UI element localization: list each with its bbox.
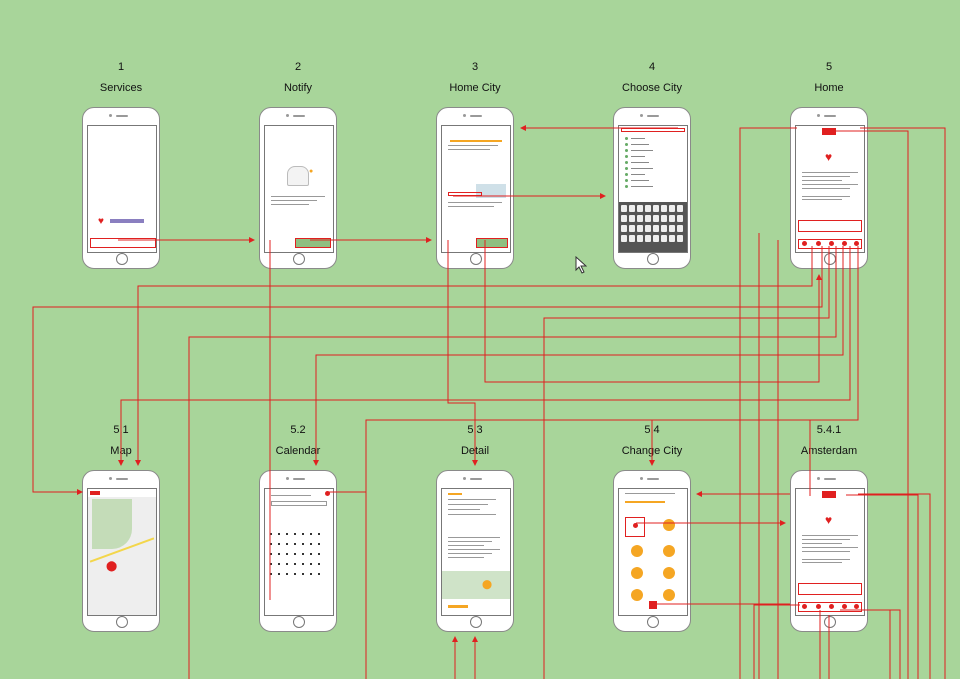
screen-number-home: 5 — [825, 61, 833, 73]
phone-services[interactable]: ♥ — [82, 107, 160, 269]
flow-link — [753, 604, 800, 679]
screen-title-services: Services — [99, 82, 143, 94]
screen-number-notify: 2 — [294, 61, 302, 73]
screen-title-choose-city: Choose City — [622, 82, 682, 94]
flow-link — [447, 240, 478, 466]
screen-number-services: 1 — [117, 61, 125, 73]
screen-number-choose-city: 4 — [648, 61, 656, 73]
heart-icon: ♥ — [825, 513, 833, 527]
screen-choose-city — [618, 125, 688, 253]
screen-number-amsterdam: 5.4.1 — [816, 424, 842, 436]
screen-home-city — [441, 125, 511, 253]
screen-amsterdam: ♥ — [795, 488, 865, 616]
screen-title-notify: Notify — [283, 82, 313, 94]
flow-link — [328, 491, 367, 679]
home-button — [824, 616, 836, 628]
home-button — [293, 253, 305, 265]
home-button — [293, 616, 305, 628]
screen-services: ♥ — [87, 125, 157, 253]
phone-calendar[interactable] — [259, 470, 337, 632]
flow-link — [739, 127, 797, 679]
phone-amsterdam[interactable]: ♥ — [790, 470, 868, 632]
flow-link — [365, 419, 811, 679]
screen-title-calendar: Calendar — [275, 445, 321, 457]
flow-link — [313, 246, 844, 466]
map-pin-icon: ⬤ — [106, 561, 118, 572]
screen-number-calendar: 5.2 — [290, 424, 306, 436]
map-pin-icon: ⬤ — [482, 579, 493, 589]
screen-title-amsterdam: Amsterdam — [800, 445, 858, 457]
home-button — [116, 253, 128, 265]
flow-link — [829, 130, 909, 679]
flow-link — [118, 246, 851, 466]
home-button — [647, 616, 659, 628]
heart-icon: ♥ — [98, 216, 104, 227]
screen-title-home: Home — [814, 82, 844, 94]
screen-title-home-city: Home City — [449, 82, 501, 94]
flow-link — [855, 609, 891, 679]
screen-map: ⬤ — [87, 488, 157, 616]
phone-detail[interactable]: ⬤ — [436, 470, 514, 632]
phone-notify[interactable]: ● — [259, 107, 337, 269]
flow-link — [860, 127, 946, 679]
flow-link — [840, 609, 901, 679]
screen-number-home-city: 3 — [471, 61, 479, 73]
screen-change-city — [618, 488, 688, 616]
flow-link — [858, 493, 931, 679]
screen-detail: ⬤ — [441, 488, 511, 616]
phone-choose-city[interactable] — [613, 107, 691, 269]
cursor-icon — [575, 255, 588, 279]
flow-link — [846, 494, 919, 679]
flow-link — [135, 246, 813, 466]
phone-map[interactable]: ⬤ — [82, 470, 160, 632]
flow-link — [543, 246, 830, 679]
phone-change-city[interactable] — [613, 470, 691, 632]
flow-link — [484, 240, 822, 383]
screen-calendar — [264, 488, 334, 616]
home-button — [470, 253, 482, 265]
flow-link — [188, 246, 837, 679]
screen-home: ♥ — [795, 125, 865, 253]
home-button — [116, 616, 128, 628]
home-button — [470, 616, 482, 628]
heart-icon: ♥ — [825, 150, 833, 164]
phone-home-city[interactable] — [436, 107, 514, 269]
screen-notify: ● — [264, 125, 334, 253]
flow-link — [32, 246, 823, 495]
home-button — [647, 253, 659, 265]
